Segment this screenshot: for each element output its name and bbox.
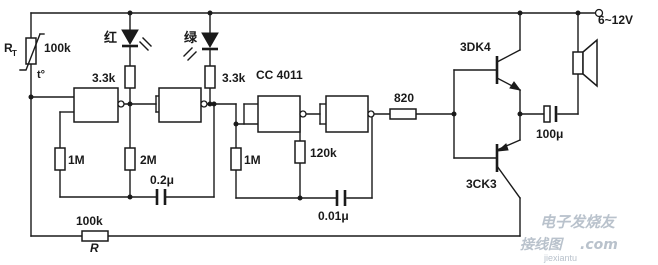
label-r1: 1M xyxy=(68,153,85,167)
resistor-r-100k xyxy=(81,230,109,242)
led-green xyxy=(183,32,219,61)
watermark-text: 电子发烧友 xyxy=(540,213,617,231)
nand-gate-1 xyxy=(73,87,125,123)
label-rt-temp: t° xyxy=(37,69,45,81)
label-r-bottom-name: R xyxy=(90,241,99,255)
label-rt-value: 100k xyxy=(44,41,71,55)
transistor-pnp-3ck3 xyxy=(495,139,521,199)
transistor-npn-3dk4 xyxy=(495,49,522,91)
watermark: 电子发烧友 接线图 .com jiexiantu xyxy=(520,213,618,263)
label-r-bottom-value: 100k xyxy=(76,214,103,228)
label-led-red: 红 xyxy=(104,30,117,46)
watermark-url: jiexiantu xyxy=(543,253,577,263)
label-q-npn: 3DK4 xyxy=(460,40,491,54)
label-r3: 1M xyxy=(244,153,261,167)
nand-gate-4 xyxy=(325,95,375,133)
label-q-pnp: 3CK3 xyxy=(466,177,497,191)
label-c-out: 100μ xyxy=(536,127,563,141)
label-c2: 0.01μ xyxy=(318,209,349,223)
thermistor-rt xyxy=(19,33,45,71)
label-rt-symbol: R xyxy=(4,41,13,55)
label-supply: 6~12V xyxy=(598,13,633,27)
watermark-dotcom: .com xyxy=(580,237,618,253)
label-r-base: 820 xyxy=(394,91,414,105)
nand-gate-3 xyxy=(257,95,307,133)
resistor-3.3k-green xyxy=(204,65,216,89)
wiring xyxy=(30,12,596,237)
led-red xyxy=(121,29,152,51)
label-led-green: 绿 xyxy=(184,30,198,46)
label-r-red: 3.3k xyxy=(92,71,116,85)
junction-dots xyxy=(28,10,581,201)
speaker-icon xyxy=(572,38,598,88)
label-rt-subscript: T xyxy=(12,49,17,58)
resistor-2m xyxy=(124,147,136,171)
capacitor-0.01u xyxy=(335,190,347,206)
label-ic: CC 4011 xyxy=(256,68,303,82)
supply-terminal xyxy=(594,8,604,18)
resistor-120k xyxy=(294,140,306,164)
resistor-1m-left xyxy=(54,147,66,171)
component-labels: R T 100k t° 红 绿 3.3k 3.3k CC 4011 820 3D… xyxy=(4,13,633,255)
label-r-green: 3.3k xyxy=(222,71,246,85)
watermark-site-cn: 接线图 xyxy=(520,236,564,253)
resistor-1m-right xyxy=(230,147,242,171)
label-r4: 120k xyxy=(310,146,337,160)
resistor-820 xyxy=(389,108,417,120)
nand-gate-2 xyxy=(158,87,208,123)
capacitor-0.2u xyxy=(155,189,167,205)
resistor-3.3k-red xyxy=(124,65,136,89)
label-r2: 2M xyxy=(140,153,157,167)
capacitor-100u xyxy=(543,105,558,123)
label-c1: 0.2μ xyxy=(150,173,174,187)
